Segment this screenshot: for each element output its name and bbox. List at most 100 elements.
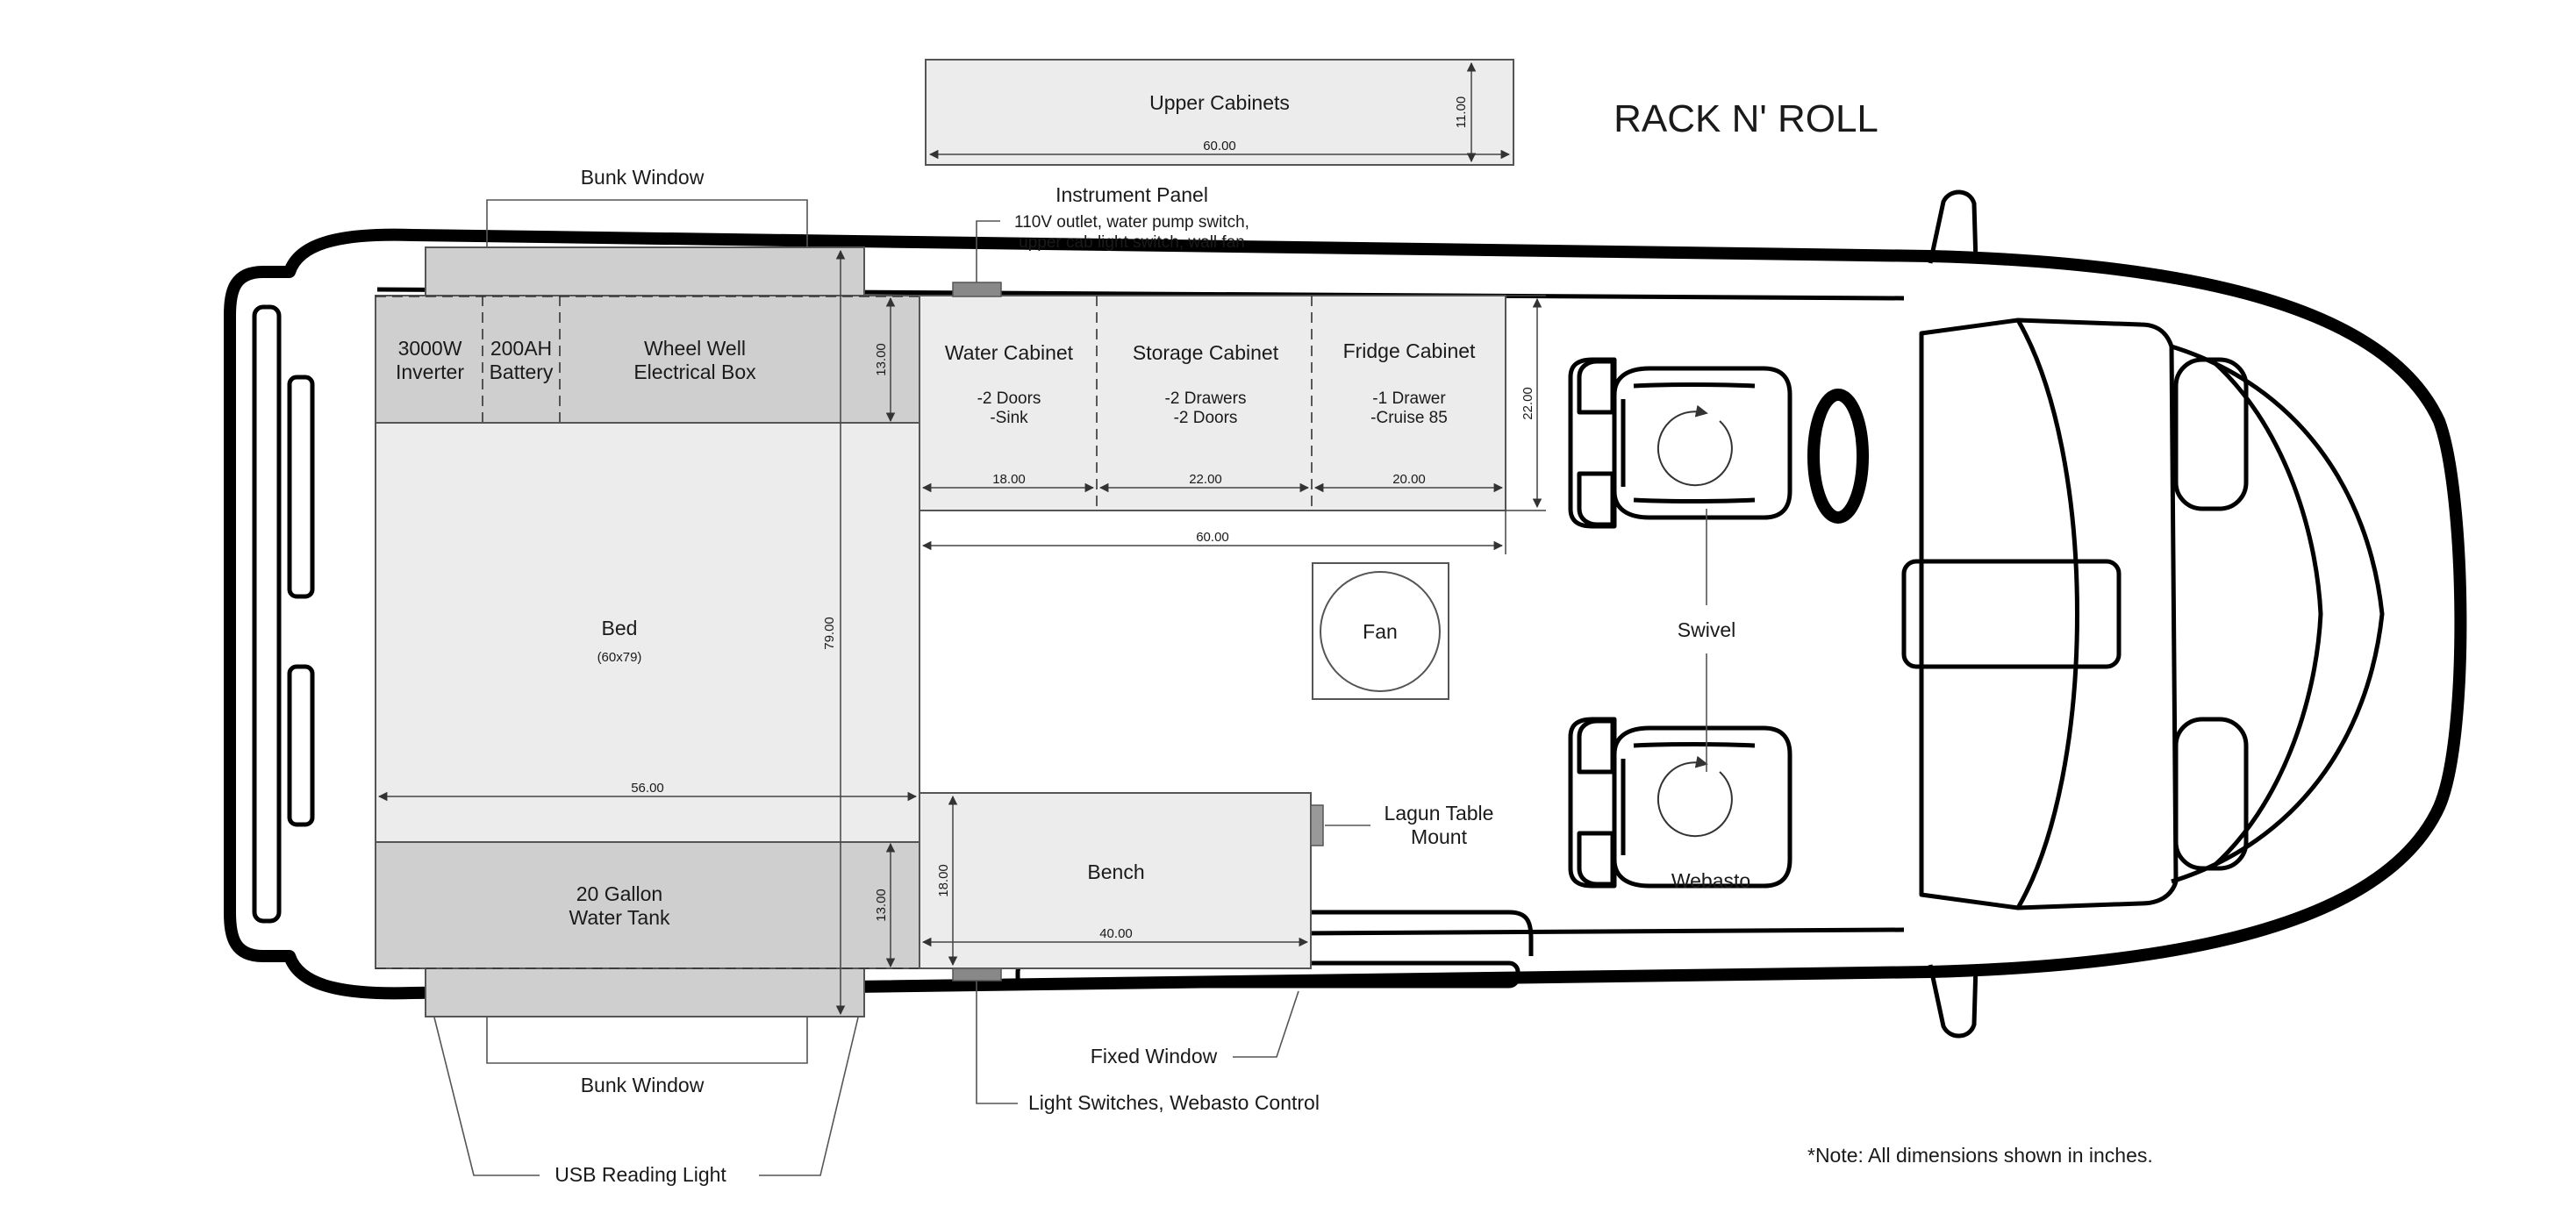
galley-total: 60.00 [1196,530,1229,545]
hood-line-1 [2171,344,2385,884]
storage-cabinet-line2: -2 Doors [1174,409,1238,427]
usb-light-leader-left [433,1017,540,1176]
water-cabinet-line1: -2 Doors [977,389,1041,408]
bed-area: Bed (60x79) 56.00 [375,422,920,843]
roof-fan: Fan [1312,562,1449,700]
center-console [1901,559,2122,669]
webasto-label: Webasto [1671,869,1750,892]
bunk-windows: Bunk Window Bunk Window [486,166,808,1096]
light-switch-leader [976,981,1018,1104]
headlight-top [2173,357,2249,511]
bunk-window-top-bracket [486,199,808,247]
instrument-panel-line1: 110V outlet, water pump switch, [1014,213,1249,232]
water-cabinet-title: Water Cabinet [945,341,1074,364]
water-tank-box [375,841,920,969]
wheelwell-label-2: Electrical Box [633,361,756,383]
fixed-window-leader [1233,990,1299,1058]
headlight-bottom [2173,717,2249,871]
windshield [2015,318,2079,910]
upper-cabinets-height: 11.00 [1454,96,1469,128]
hood-line-2 [2209,358,2323,870]
bed-length: 79.00 [822,617,837,650]
bench-area: Bench 40.00 18.00 Lagun Table Mount [919,792,1494,969]
lagun-label-1: Lagun Table [1385,802,1494,825]
instrument-panel-title: Instrument Panel [1055,183,1208,206]
bunk-window-bottom-bracket [486,981,808,1064]
plan-title: RACK N' ROLL [1614,97,1878,140]
upper-cabinets-inset: Upper Cabinets 60.00 11.00 [925,59,1514,166]
bench-depth: 18.00 [936,864,951,897]
cab-seats: Swivel Webasto [1568,357,1792,892]
swivel-arrow-top [1657,404,1733,487]
instrument-panel-mark [952,282,1002,297]
rear-top-depth: 13.00 [874,343,889,376]
instrument-panel-leader [976,220,1000,282]
light-switch-label: Light Switches, Webasto Control [1028,1091,1320,1114]
dashboard [1919,318,2179,910]
fridge-cabinet-line2: -Cruise 85 [1370,409,1448,427]
fan-label: Fan [1363,620,1398,643]
mirror-top [1928,189,1979,264]
mirror-bottom [1928,964,1979,1039]
battery-label-1: 200AH [490,337,552,360]
lagun-mount-mark [1310,804,1324,846]
water-tank-label-2: Water Tank [569,906,670,929]
rear-step-top [252,304,282,924]
instrument-panel: Instrument Panel 110V outlet, water pump… [952,183,1249,297]
storage-cabinet-title: Storage Cabinet [1133,341,1279,364]
bed-label: Bed [602,617,638,639]
dimension-note: *Note: All dimensions shown in inches. [1807,1144,2153,1167]
bench-label: Bench [1087,860,1144,883]
bed-width: 56.00 [631,781,664,796]
fridge-cabinet-width: 20.00 [1392,472,1426,487]
bunk-window-bottom-label: Bunk Window [581,1074,705,1096]
storage-cabinet-width: 22.00 [1189,472,1222,487]
water-tank-label-1: 20 Gallon [576,882,662,905]
water-cabinet-line2: -Sink [990,409,1028,427]
fridge-cabinet-line1: -1 Drawer [1372,389,1446,408]
instrument-panel-line2: upper cab light switch, wall fan [1019,233,1245,252]
bunk-window-top-label: Bunk Window [581,166,705,189]
fan-icon [1320,571,1441,692]
bed-size: (60x79) [597,650,642,665]
upper-cabinets-box [925,59,1514,166]
light-switch-mark [952,967,1002,982]
electrical-row: 3000W Inverter 200AH Battery Wheel Well … [375,295,920,424]
rear-bottom-depth: 13.00 [874,889,889,922]
swivel-arrow-bottom [1657,755,1733,838]
bench-width: 40.00 [1099,926,1133,941]
usb-light-label: USB Reading Light [555,1163,726,1186]
water-cabinet-width: 18.00 [992,472,1026,487]
usb-light-leader-right [759,1017,859,1176]
steering-wheel-icon [1807,389,1869,524]
bed-box [375,422,920,843]
passenger-seat [1568,717,1792,889]
bunk-flare-top [425,246,865,296]
van-outer-hull [224,228,2467,1000]
rear-door-window-2 [287,664,315,827]
bottom-callouts: Light Switches, Webasto Control Fixed Wi… [433,967,1320,1186]
bunk-flare-bottom [425,967,865,1017]
inverter-label-2: Inverter [396,361,464,383]
inverter-label-1: 3000W [398,337,462,360]
water-tank-area: 20 Gallon Water Tank [375,841,920,969]
galley-box [919,295,1506,511]
fixed-window-label: Fixed Window [1091,1045,1218,1067]
fridge-cabinet-title: Fridge Cabinet [1343,339,1476,362]
upper-cabinets-width: 60.00 [1203,139,1236,154]
fan-box [1312,562,1449,700]
driver-seat [1568,357,1792,529]
rear-door-window-1 [287,375,315,599]
battery-label-2: Battery [490,361,554,383]
storage-cabinet-line1: -2 Drawers [1165,389,1247,408]
electrical-box [375,295,920,424]
galley-depth: 22.00 [1521,387,1535,420]
lagun-label-2: Mount [1411,825,1468,848]
van-cab [1807,189,2385,1039]
upper-cabinets-label: Upper Cabinets [1149,91,1290,114]
sliding-door-pocket [1307,910,1534,956]
wheelwell-label-1: Wheel Well [644,337,746,360]
swivel-label: Swivel [1678,618,1735,641]
galley-cabinets: Water Cabinet -2 Doors -Sink Storage Cab… [919,295,1546,554]
